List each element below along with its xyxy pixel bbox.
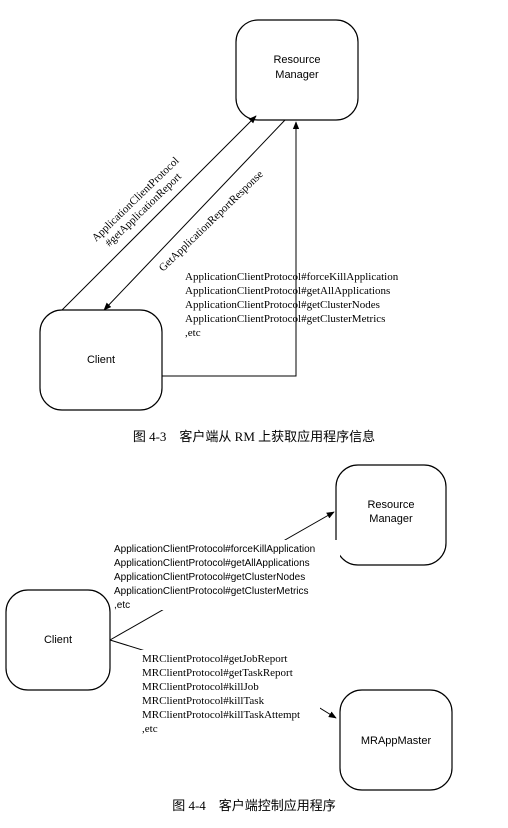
method-item: ,etc (142, 723, 158, 735)
figure-4-3: Resource Manager Client ApplicationClien… (39, 19, 399, 444)
request-label-line1: ApplicationClientProtocol (90, 155, 182, 244)
resource-manager-label-line1: Resource (367, 499, 414, 511)
method-item: ApplicationClientProtocol#forceKillAppli… (114, 544, 315, 555)
method-item: MRClientProtocol#killJob (142, 681, 259, 693)
method-item: MRClientProtocol#getJobReport (142, 653, 287, 665)
method-item: ApplicationClientProtocol#getAllApplicat… (185, 285, 390, 297)
method-item: ApplicationClientProtocol#getAllApplicat… (114, 558, 310, 569)
method-item: ApplicationClientProtocol#getClusterMetr… (185, 313, 385, 325)
method-item: ApplicationClientProtocol#getClusterNode… (185, 299, 380, 311)
resource-manager-label-line2: Manager (369, 513, 413, 525)
get-application-report-response-arrow (103, 119, 286, 311)
mr-app-master-label: MRAppMaster (361, 735, 432, 747)
method-item: MRClientProtocol#getTaskReport (142, 667, 293, 679)
client-label: Client (44, 634, 72, 646)
figure-caption-4-3: 图 4-3 客户端从 RM 上获取应用程序信息 (133, 429, 375, 444)
method-item: MRClientProtocol#killTask (142, 695, 265, 707)
resource-manager-node (335, 464, 447, 566)
client-label: Client (87, 354, 115, 366)
method-item: ApplicationClientProtocol#getClusterMetr… (114, 586, 309, 597)
figure-4-4: Resource Manager Client MRAppMaster Appl… (5, 464, 453, 813)
method-item: ,etc (114, 600, 130, 611)
mr-app-master-node (339, 689, 453, 791)
rm-methods-list: ApplicationClientProtocol#forceKillAppli… (185, 271, 399, 339)
method-item: ,etc (185, 327, 201, 339)
appmaster-methods-list: MRClientProtocol#getJobReport MRClientPr… (140, 650, 320, 735)
method-item: MRClientProtocol#killTaskAttempt (142, 709, 300, 721)
resource-manager-label-line2: Manager (275, 69, 319, 81)
resource-manager-node (235, 19, 359, 121)
method-item: ApplicationClientProtocol#getClusterNode… (114, 572, 305, 583)
client-node (39, 309, 163, 411)
figure-caption-4-4: 图 4-4 客户端控制应用程序 (172, 798, 336, 813)
resource-manager-label-line1: Resource (273, 54, 320, 66)
method-item: ApplicationClientProtocol#forceKillAppli… (185, 271, 399, 283)
other-methods-connector (162, 121, 300, 377)
get-application-report-arrow (61, 115, 257, 311)
rm-methods-list: ApplicationClientProtocol#forceKillAppli… (112, 540, 340, 611)
